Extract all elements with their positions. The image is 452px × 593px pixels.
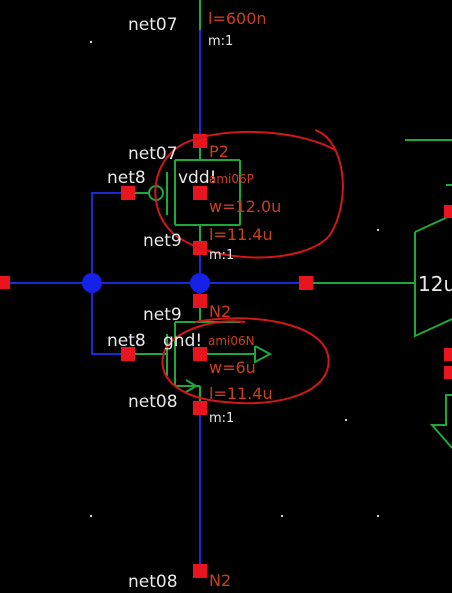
label-ami06p: ami06P xyxy=(209,172,254,186)
label-ami06n: ami06N xyxy=(208,334,255,348)
junction-input xyxy=(82,273,102,293)
label-m-top: m:1 xyxy=(208,34,233,49)
label-w-n: w=6u xyxy=(209,358,256,377)
label-net07-top: net07 xyxy=(128,15,178,35)
pin-nmos-gate xyxy=(121,347,135,361)
annotation-loop-pmos xyxy=(154,129,344,259)
label-m-p: m:1 xyxy=(209,248,234,263)
pin-nmos-source xyxy=(193,401,207,415)
pin-nmos-drain xyxy=(193,294,207,308)
label-m-n: m:1 xyxy=(209,411,234,426)
annotation-loops xyxy=(154,129,344,405)
label-net08-mid: net08 xyxy=(128,392,178,412)
buffer-bottom-symbol xyxy=(429,394,452,449)
pin-buffer-c xyxy=(444,366,452,379)
annotation-loop-nmos xyxy=(161,317,330,405)
pin-nmos-bulk xyxy=(193,347,207,361)
label-buffer: 12u xyxy=(418,272,452,296)
label-net08-bot: net08 xyxy=(128,572,178,592)
pin-bottom xyxy=(193,564,207,578)
label-w-p: w=12.0u xyxy=(209,197,281,216)
label-l-n: l=11.4u xyxy=(209,384,273,403)
label-net9-top: net9 xyxy=(143,231,182,251)
label-net8-bot: net8 xyxy=(107,331,146,351)
pin-pmos-gate xyxy=(121,186,135,200)
nmos-arrow xyxy=(185,379,198,393)
label-n2: N2 xyxy=(209,302,231,321)
label-vdd: vdd! xyxy=(178,168,216,188)
junction-output xyxy=(190,273,210,293)
nmos-gnd-triangle xyxy=(254,345,273,364)
pin-buffer-a xyxy=(444,205,452,218)
pin-input xyxy=(0,276,10,289)
label-l-p: l=11.4u xyxy=(209,225,273,244)
label-net9-bot: net9 xyxy=(143,305,182,325)
label-n-bottom: N2 xyxy=(209,571,231,590)
pin-output xyxy=(299,276,313,290)
grid-dots xyxy=(90,41,379,517)
junctions xyxy=(82,273,210,293)
label-net8-top: net8 xyxy=(107,168,146,188)
pin-pmos-bulk xyxy=(193,186,207,200)
label-gnd: gnd! xyxy=(163,331,202,351)
pin-buffer-b xyxy=(444,348,452,361)
label-net07-mid: net07 xyxy=(128,144,178,164)
buffer-body xyxy=(414,232,452,338)
label-p2: P2 xyxy=(209,142,229,161)
label-l-top: l=600n xyxy=(208,9,267,28)
